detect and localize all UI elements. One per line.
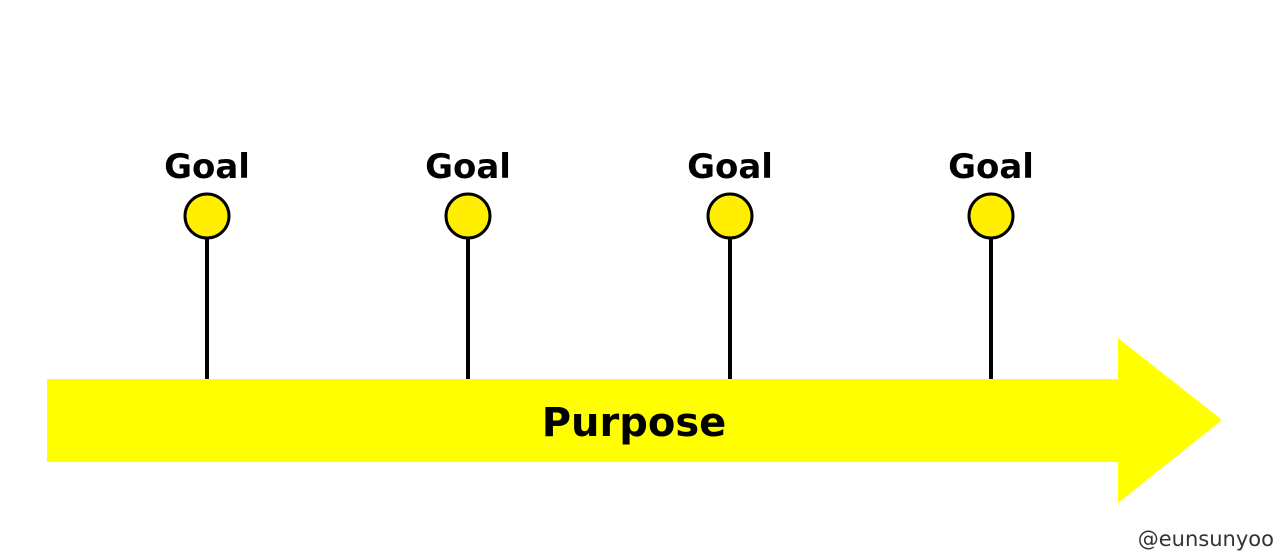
goal-milestones: Goal Goal Goal Goal: [164, 147, 1034, 379]
goal-milestone: Goal: [948, 147, 1034, 379]
author-credit: @eunsunyoo: [1137, 527, 1274, 551]
goal-marker: [706, 192, 754, 240]
goal-marker: [183, 192, 231, 240]
goal-label: Goal: [164, 147, 250, 187]
goal-milestone: Goal: [164, 147, 250, 379]
goal-label: Goal: [425, 147, 511, 187]
goal-milestone: Goal: [687, 147, 773, 379]
goal-marker: [967, 192, 1015, 240]
purpose-arrow: [47, 338, 1222, 503]
goal-milestone: Goal: [425, 147, 511, 379]
goal-marker: [444, 192, 492, 240]
purpose-label: Purpose: [542, 400, 727, 446]
goal-label: Goal: [948, 147, 1034, 187]
goal-label: Goal: [687, 147, 773, 187]
